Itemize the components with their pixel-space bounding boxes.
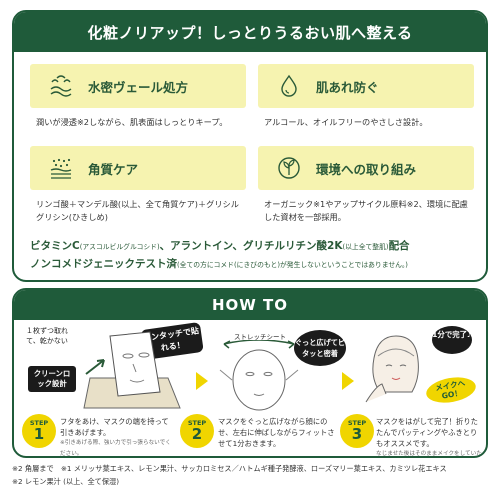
footnote-2: ※2 レモン果汁 (以上、全て保湿): [12, 477, 120, 486]
time-bubble: 1分で完了♪: [432, 326, 472, 354]
eco-globe-icon: [276, 155, 302, 181]
feature-title: 水密ヴェール処方: [88, 79, 189, 95]
step-2-text: マスクをぐっと広げながら顔にのせ、左右に伸ばしながらフィットさせて1分おきます。: [218, 417, 335, 448]
feature-desc: 潤いが浸透※2しながら、肌表面はしっとりキープ。: [36, 117, 228, 127]
feature-skin-protect: 肌あれ防ぐ アルコール、オイルフリーのやさしさ設計。: [258, 64, 474, 129]
feature-title: 角質ケア: [88, 161, 139, 177]
feature-desc: オーガニック※1やアップサイクル原料※2、環境に配慮した資材を一部採用。: [264, 199, 468, 222]
feature-title: 環境への取り組み: [316, 161, 417, 177]
water-veil-icon: [48, 73, 74, 99]
howto-panel: HOW TO １枚ずつ取れて、乾かない クリーンロック設計 ワンタッチで貼れる！…: [12, 288, 488, 458]
makeup-go-bubble: メイクへGO！: [424, 373, 478, 407]
feature-eco: 環境への取り組み オーガニック※1やアップサイクル原料※2、環境に配慮した資材を…: [258, 146, 474, 224]
step-1-text: フタをあけ、マスクの端を持って引きあげます。 ※引きあげる際、強い力で引っ張らな…: [60, 417, 171, 457]
exfoliate-icon: [48, 155, 74, 181]
step-arrow-2: [342, 372, 354, 390]
fit-bubble: ぐっと広げてピタッと密着: [294, 330, 346, 366]
woman-face-illustration: [365, 335, 419, 403]
face-mask-illustration: [219, 340, 299, 411]
howto-header: HOW TO: [14, 290, 486, 320]
water-drop-icon: [276, 73, 302, 99]
features-panel: 化粧ノリアップ！しっとりうるおい肌へ整える 水密ヴェール処方 潤いが浸透※2しな…: [12, 10, 488, 282]
feature-exfoliate: 角質ケア リンゴ酸＋マンデル酸(以上、全て角質ケア)＋グリシルグリシン(ひきしめ…: [30, 146, 246, 224]
clean-lock-label: クリーンロック設計: [28, 366, 76, 392]
step-1-badge: STEP 1: [22, 414, 56, 448]
footnote-1: ※2 角層まで ※1 メリッサ葉エキス、レモン果汁、サッカロミセス／ハトムギ種子…: [12, 464, 447, 473]
features-header: 化粧ノリアップ！しっとりうるおい肌へ整える: [14, 12, 486, 52]
stretch-sheet-label: ストレッチシート: [234, 333, 286, 341]
step-arrow-1: [196, 372, 208, 390]
feature-desc: リンゴ酸＋マンデル酸(以上、全て角質ケア)＋グリシルグリシン(ひきしめ): [36, 199, 239, 222]
note-one-sheet: １枚ずつ取れて、乾かない: [26, 327, 68, 345]
step-2-badge: STEP 2: [180, 414, 214, 448]
feature-title: 肌あれ防ぐ: [316, 79, 379, 95]
ingredients-text: ビタミンC(アスコルビルグルコシド)、アラントイン、グリチルリチン酸2K(以上全…: [30, 240, 410, 270]
step-3-text: マスクをはがして完了！折りたたんでパッティングやふきとりもオススメです。 なじま…: [376, 417, 482, 457]
mask-package-illustration: [83, 331, 181, 409]
feature-desc: アルコール、オイルフリーのやさしさ設計。: [264, 117, 428, 127]
feature-water-veil: 水密ヴェール処方 潤いが浸透※2しながら、肌表面はしっとりキープ。: [30, 64, 246, 129]
step-3-badge: STEP 3: [340, 414, 374, 448]
